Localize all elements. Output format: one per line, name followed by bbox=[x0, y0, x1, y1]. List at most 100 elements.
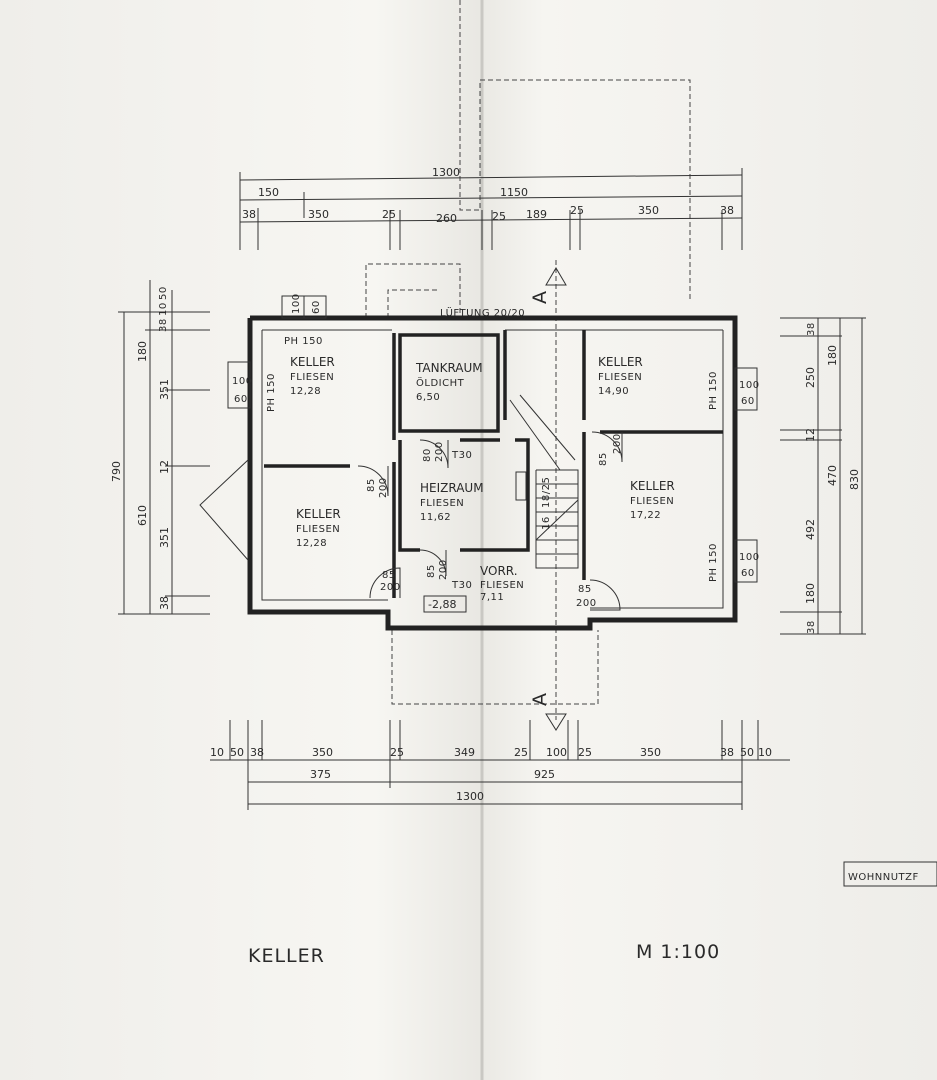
window-right-bottom-dims: 100 60 bbox=[739, 552, 760, 579]
svg-text:38: 38 bbox=[806, 322, 817, 336]
svg-text:FLIESEN: FLIESEN bbox=[290, 372, 334, 383]
door-swing-5 bbox=[591, 431, 623, 463]
svg-text:FLIESEN: FLIESEN bbox=[420, 498, 464, 509]
svg-text:60: 60 bbox=[311, 300, 322, 314]
svg-text:250: 250 bbox=[804, 367, 817, 388]
room-heizraum: HEIZRAUM FLIESEN 11,62 bbox=[420, 481, 484, 523]
drawing-scale: M 1:100 bbox=[636, 941, 720, 963]
svg-text:200: 200 bbox=[378, 477, 389, 498]
svg-text:200: 200 bbox=[434, 441, 445, 462]
door-dims-5: 85 200 bbox=[598, 433, 623, 466]
window-right-top bbox=[734, 367, 758, 411]
door-dims-3: 85 200 bbox=[380, 570, 401, 593]
window-right-bottom bbox=[734, 539, 758, 583]
svg-text:ÖLDICHT: ÖLDICHT bbox=[416, 376, 465, 389]
right-dimension-chains: 38 180 250 12 470 492 180 38 830 bbox=[780, 317, 866, 635]
door-dims-2: 80 200 bbox=[422, 441, 445, 462]
svg-text:12,28: 12,28 bbox=[296, 538, 327, 549]
svg-text:14,90: 14,90 bbox=[598, 386, 629, 397]
svg-text:38: 38 bbox=[720, 746, 734, 759]
ph-top: PH 150 bbox=[284, 336, 323, 347]
svg-text:16: 16 bbox=[541, 516, 552, 530]
door-swing-2 bbox=[369, 567, 401, 599]
svg-text:189: 189 bbox=[526, 208, 547, 221]
upper-outline bbox=[459, 0, 691, 300]
svg-text:350: 350 bbox=[312, 746, 333, 759]
svg-text:17,22: 17,22 bbox=[630, 510, 661, 521]
svg-text:200: 200 bbox=[380, 582, 401, 593]
stamp-box bbox=[843, 861, 937, 887]
svg-text:200: 200 bbox=[576, 598, 597, 609]
svg-text:VORR.: VORR. bbox=[480, 564, 518, 578]
svg-text:925: 925 bbox=[534, 768, 555, 781]
svg-text:351: 351 bbox=[158, 379, 171, 400]
ventilation-label: LÜFTUNG 20/20 bbox=[440, 306, 525, 319]
heizraum-wall-left bbox=[398, 440, 420, 552]
room-keller-2: KELLER FLIESEN 12,28 bbox=[296, 507, 341, 549]
svg-text:85: 85 bbox=[426, 564, 437, 578]
svg-text:351: 351 bbox=[158, 527, 171, 548]
svg-text:FLIESEN: FLIESEN bbox=[480, 580, 524, 591]
ph-right-bottom: PH 150 bbox=[708, 543, 719, 582]
room-vorraum: VORR. FLIESEN 7,11 bbox=[480, 564, 524, 603]
stair-dims: 16 18/25 bbox=[541, 477, 552, 530]
svg-text:610: 610 bbox=[136, 505, 149, 526]
svg-text:150: 150 bbox=[258, 186, 279, 199]
svg-text:HEIZRAUM: HEIZRAUM bbox=[420, 481, 484, 495]
svg-text:85: 85 bbox=[578, 584, 592, 595]
svg-text:180: 180 bbox=[826, 345, 839, 366]
entrance-outline bbox=[365, 263, 461, 318]
svg-text:25: 25 bbox=[390, 746, 404, 759]
svg-text:100: 100 bbox=[739, 552, 760, 563]
door-swing-1 bbox=[357, 465, 389, 497]
staircase bbox=[509, 394, 579, 569]
left-dimension-chains: 10 50 38 180 351 12 351 38 610 790 bbox=[110, 280, 210, 615]
boiler-icon bbox=[515, 471, 527, 501]
svg-text:FLIESEN: FLIESEN bbox=[296, 524, 340, 535]
svg-text:350: 350 bbox=[640, 746, 661, 759]
room-keller-3: KELLER FLIESEN 14,90 bbox=[598, 355, 643, 397]
svg-text:10: 10 bbox=[210, 746, 224, 759]
svg-text:1150: 1150 bbox=[500, 186, 528, 199]
door-dims-4: 85 200 bbox=[426, 559, 449, 580]
svg-text:38: 38 bbox=[242, 208, 256, 221]
door-swing-6 bbox=[589, 579, 621, 611]
svg-text:FLIESEN: FLIESEN bbox=[598, 372, 642, 383]
tankraum-walls bbox=[398, 333, 500, 433]
heizraum-wall-right bbox=[460, 438, 530, 552]
bottom-dimension-chains: 10 50 38 350 25 349 25 100 25 350 38 50 … bbox=[210, 720, 790, 810]
light-well bbox=[199, 459, 249, 561]
svg-text:18/25: 18/25 bbox=[541, 477, 552, 508]
svg-text:492: 492 bbox=[804, 519, 817, 540]
lower-outline bbox=[391, 630, 599, 705]
section-arrow-top bbox=[545, 267, 567, 286]
section-label-bottom: A bbox=[529, 692, 551, 706]
svg-text:100: 100 bbox=[232, 376, 253, 387]
svg-text:25: 25 bbox=[578, 746, 592, 759]
svg-text:11,62: 11,62 bbox=[420, 512, 451, 523]
stamp-text: WOHNNUTZF bbox=[848, 872, 919, 883]
svg-text:100: 100 bbox=[546, 746, 567, 759]
svg-text:KELLER: KELLER bbox=[598, 355, 643, 369]
section-arrow-bottom bbox=[545, 713, 567, 731]
door-dims-1: 85 200 bbox=[366, 477, 389, 498]
outer-wall bbox=[247, 315, 738, 631]
svg-text:12: 12 bbox=[804, 428, 817, 442]
svg-text:38: 38 bbox=[250, 746, 264, 759]
svg-text:375: 375 bbox=[310, 768, 331, 781]
room-tankraum: TANKRAUM ÖLDICHT 6,50 bbox=[415, 361, 483, 403]
entrance-outline-2 bbox=[387, 289, 440, 318]
level-value: -2,88 bbox=[428, 598, 456, 611]
svg-text:1300: 1300 bbox=[456, 790, 484, 803]
ph-right-top: PH 150 bbox=[708, 371, 719, 410]
ph-left: PH 150 bbox=[266, 373, 277, 412]
level-box bbox=[423, 595, 467, 613]
window-left-dims: 100 60 bbox=[232, 376, 253, 405]
svg-text:60: 60 bbox=[741, 396, 755, 407]
room-keller-4: KELLER FLIESEN 17,22 bbox=[630, 479, 675, 521]
svg-text:1300: 1300 bbox=[432, 166, 460, 179]
svg-text:10: 10 bbox=[758, 746, 772, 759]
svg-text:10: 10 bbox=[158, 302, 169, 316]
svg-text:349: 349 bbox=[454, 746, 475, 759]
svg-text:60: 60 bbox=[234, 394, 248, 405]
